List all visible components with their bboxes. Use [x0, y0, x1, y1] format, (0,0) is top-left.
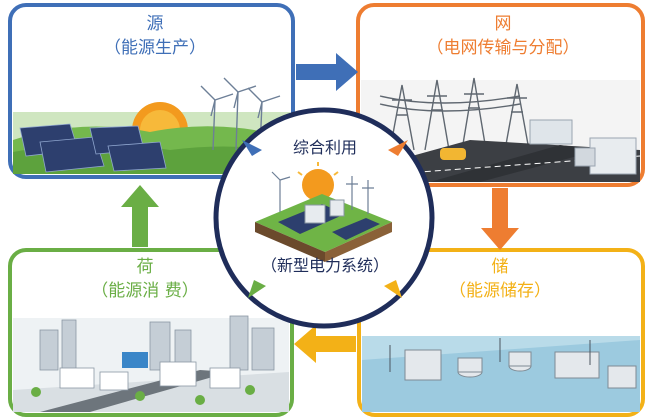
source-subtitle: （能源生产） — [104, 38, 206, 58]
center-arrow-from-load — [248, 280, 266, 298]
source-title: 源 — [146, 14, 164, 34]
load-label: 荷 （能源消 费） — [10, 255, 280, 303]
center-arrow-from-source — [242, 140, 262, 156]
source-label: 源 （能源生产） — [30, 12, 280, 60]
grid-title: 网 — [494, 14, 512, 34]
storage-panel — [357, 248, 645, 417]
integrated-energy-island-image — [255, 162, 392, 262]
arrow-source-to-grid — [296, 53, 358, 91]
center-circle — [213, 107, 435, 329]
arrow-storage-to-load — [294, 325, 356, 363]
load-scene-image — [13, 315, 289, 412]
arrow-grid-to-storage — [481, 188, 519, 250]
center-arrow-from-grid — [388, 140, 408, 156]
storage-scene-image — [362, 336, 640, 412]
center-arrow-from-storage — [384, 280, 402, 298]
arrow-load-to-source — [121, 185, 159, 247]
storage-title: 储 — [491, 257, 509, 277]
grid-label: 网 （电网传输与分配） — [358, 12, 648, 60]
storage-label: 储 （能源储存） — [360, 255, 640, 303]
grid-subtitle: （电网传输与分配） — [426, 38, 580, 58]
load-subtitle: （能源消 费） — [91, 281, 199, 301]
load-title: 荷 — [136, 257, 154, 277]
center-bottom-text: （新型电力系统） — [260, 256, 389, 275]
storage-subtitle: （能源储存） — [449, 281, 551, 301]
center-top-text: 综合利用 — [292, 138, 357, 157]
load-panel — [8, 248, 294, 417]
